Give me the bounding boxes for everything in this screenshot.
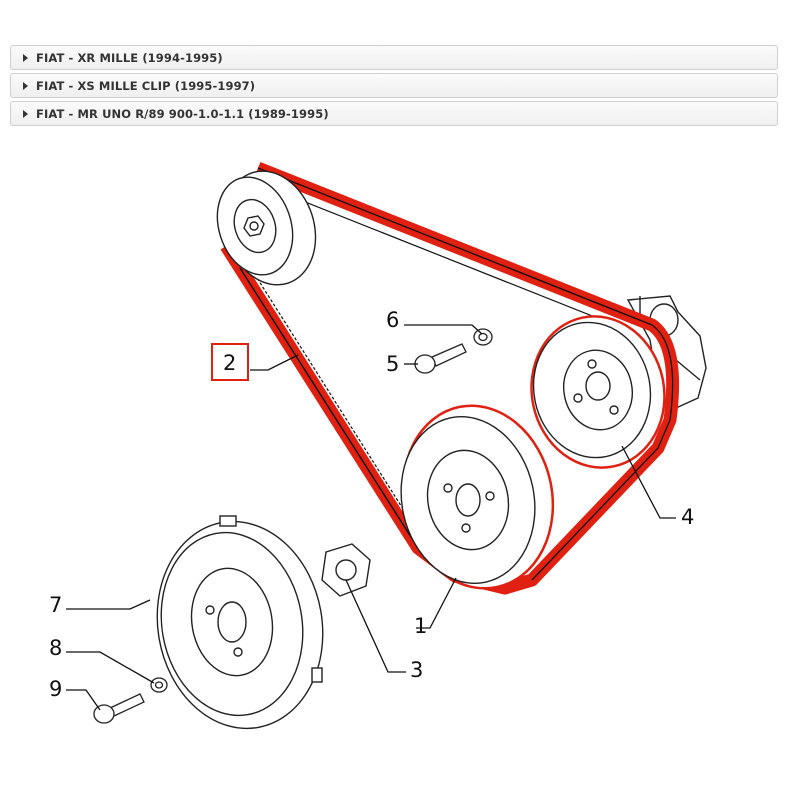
washer-part-6 [473,328,493,346]
callout-8[interactable]: 8 [49,636,62,660]
callout-3[interactable]: 3 [410,658,423,682]
accordion-item-label: FIAT - MR UNO R/89 900-1.0-1.1 (1989-199… [36,106,329,121]
crankshaft-pulley [400,404,555,590]
accordion-item-label: FIAT - XR MILLE (1994-1995) [36,50,223,65]
callout-1[interactable]: 1 [414,614,427,638]
nut-part-3 [321,543,371,597]
callout-9[interactable]: 9 [49,677,62,701]
callout-5[interactable]: 5 [386,352,399,376]
alternator-pulley [530,315,666,469]
accordion-item-xs-mille-clip[interactable]: FIAT - XS MILLE CLIP (1995-1997) [10,73,778,98]
bolt-part-5 [414,343,467,374]
damper-disc-part-7 [156,515,324,730]
model-accordion: FIAT - XR MILLE (1994-1995) FIAT - XS MI… [10,45,778,129]
washer-part-8 [150,677,168,693]
accordion-item-label: FIAT - XS MILLE CLIP (1995-1997) [36,78,256,93]
idler-pulley-top [216,170,317,286]
caret-right-icon [23,53,28,62]
belt-drive-diagram: 2 6 5 4 1 3 7 8 9 [49,161,707,730]
callout-4[interactable]: 4 [681,505,694,529]
caret-right-icon [23,81,28,90]
callout-2[interactable]: 2 [223,351,236,375]
caret-right-icon [23,109,28,118]
bolt-part-9 [93,693,145,724]
selected-part-box[interactable] [211,343,249,381]
callout-7[interactable]: 7 [49,593,62,617]
leader-lines [66,324,676,711]
accordion-item-xr-mille[interactable]: FIAT - XR MILLE (1994-1995) [10,45,778,70]
accordion-item-mr-uno[interactable]: FIAT - MR UNO R/89 900-1.0-1.1 (1989-199… [10,101,778,126]
callout-6[interactable]: 6 [386,308,399,332]
